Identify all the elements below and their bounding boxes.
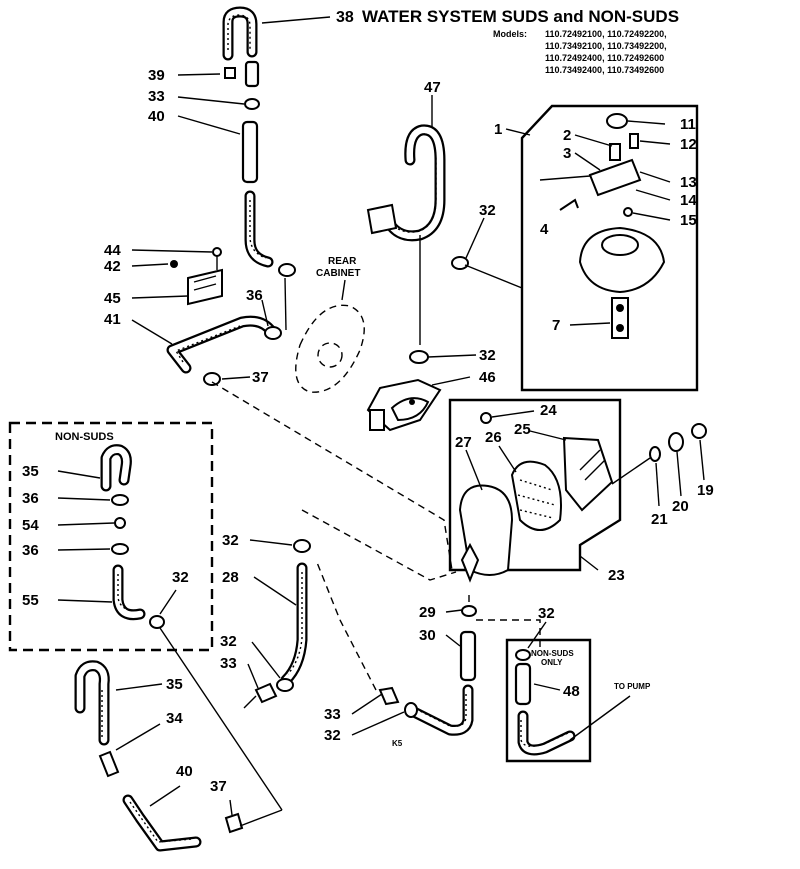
non-suds-only-label-2: ONLY xyxy=(541,658,563,667)
suds-tank-box xyxy=(448,398,622,583)
callout-24: 24 xyxy=(540,402,557,419)
callout-23: 23 xyxy=(608,567,625,584)
fill-hose-assembly xyxy=(222,6,296,331)
non-suds-box: NON-SUDS xyxy=(8,421,214,652)
callout-32-left: 32 xyxy=(222,532,239,549)
callout-33-lower: 33 xyxy=(220,655,237,672)
callouts: 39 33 40 44 42 45 41 36 37 47 32 32 46 1… xyxy=(22,16,714,816)
callout-13: 13 xyxy=(680,174,697,191)
callout-37-mid: 37 xyxy=(252,369,269,386)
callout-4: 4 xyxy=(540,221,549,238)
callout-33-bottom: 33 xyxy=(324,706,341,723)
callout-32-box: 32 xyxy=(172,569,189,586)
callout-48: 48 xyxy=(563,683,580,700)
callout-21: 21 xyxy=(651,511,668,528)
lower-left-hose-assembly xyxy=(74,627,283,852)
callout-45: 45 xyxy=(104,290,121,307)
callout-39: 39 xyxy=(148,67,165,84)
callout-32-bottom: 32 xyxy=(324,727,341,744)
hose-part-28 xyxy=(243,539,311,709)
callout-46: 46 xyxy=(479,369,496,386)
callout-15: 15 xyxy=(680,212,697,229)
diagram-number: 38 xyxy=(336,9,354,26)
callout-19: 19 xyxy=(697,482,714,499)
callout-14: 14 xyxy=(680,192,697,209)
callout-26: 26 xyxy=(485,429,502,446)
callout-20: 20 xyxy=(672,498,689,515)
callout-3: 3 xyxy=(563,145,571,162)
callout-41: 41 xyxy=(104,311,121,328)
gasket-set xyxy=(611,423,707,485)
callout-55: 55 xyxy=(22,592,39,609)
header: 38 WATER SYSTEM SUDS and NON-SUDS Models… xyxy=(336,7,679,75)
callout-40-top: 40 xyxy=(148,108,165,125)
valve-part-46 xyxy=(366,350,442,432)
callout-32-right: 32 xyxy=(538,605,555,622)
callout-36-box-2: 36 xyxy=(22,542,39,559)
callout-47: 47 xyxy=(424,79,441,96)
callout-27: 27 xyxy=(455,434,472,451)
callout-36-box-1: 36 xyxy=(22,490,39,507)
hose-part-41 xyxy=(166,315,282,386)
callout-44: 44 xyxy=(104,242,121,259)
model-line-3: 110.72492400, 110.72492600 xyxy=(545,53,664,63)
callout-37-lower: 37 xyxy=(210,778,227,795)
callout-29: 29 xyxy=(419,604,436,621)
non-suds-only-label-1: NON-SUDS xyxy=(531,649,574,658)
callout-35-box: 35 xyxy=(22,463,39,480)
callout-35-lower: 35 xyxy=(166,676,183,693)
callout-2: 2 xyxy=(563,127,571,144)
callout-54: 54 xyxy=(22,517,39,534)
connection-lines xyxy=(211,381,541,691)
callout-33-top: 33 xyxy=(148,88,165,105)
callout-32-upper: 32 xyxy=(479,202,496,219)
dispenser-assembly-box xyxy=(464,104,699,392)
callout-28: 28 xyxy=(222,569,239,586)
callout-36-mid: 36 xyxy=(246,287,263,304)
to-pump-label: TO PUMP xyxy=(614,682,651,691)
callout-32-valve: 32 xyxy=(479,347,496,364)
callout-42: 42 xyxy=(104,258,121,275)
diagram-title: WATER SYSTEM SUDS and NON-SUDS xyxy=(362,7,679,26)
rear-cabinet-label-1: REAR xyxy=(328,256,357,267)
callout-25: 25 xyxy=(514,421,531,438)
model-line-2: 110.73492100, 110.73492200, xyxy=(545,41,667,51)
callout-40-lower: 40 xyxy=(176,763,193,780)
models-label: Models: xyxy=(493,29,527,39)
model-line-1: 110.72492100, 110.72492200, xyxy=(545,29,667,39)
non-suds-only-box: NON-SUDS ONLY TO PUMP xyxy=(505,638,651,763)
callout-12: 12 xyxy=(680,136,697,153)
callout-11: 11 xyxy=(680,116,696,133)
model-line-4: 110.73492400, 110.73492600 xyxy=(545,65,664,75)
hose-part-47 xyxy=(366,124,469,345)
callout-34: 34 xyxy=(166,710,183,727)
bracket-part-45 xyxy=(170,247,223,306)
rear-cabinet-outline: REAR CABINET xyxy=(295,256,365,393)
callout-32-lower: 32 xyxy=(220,633,237,650)
diagram-code: K5 xyxy=(392,739,403,748)
hose-part-30 xyxy=(378,605,477,736)
non-suds-box-title: NON-SUDS xyxy=(55,431,114,443)
callout-1: 1 xyxy=(494,121,502,138)
callout-7: 7 xyxy=(552,317,560,334)
rear-cabinet-label-2: CABINET xyxy=(316,268,360,279)
callout-30: 30 xyxy=(419,627,436,644)
